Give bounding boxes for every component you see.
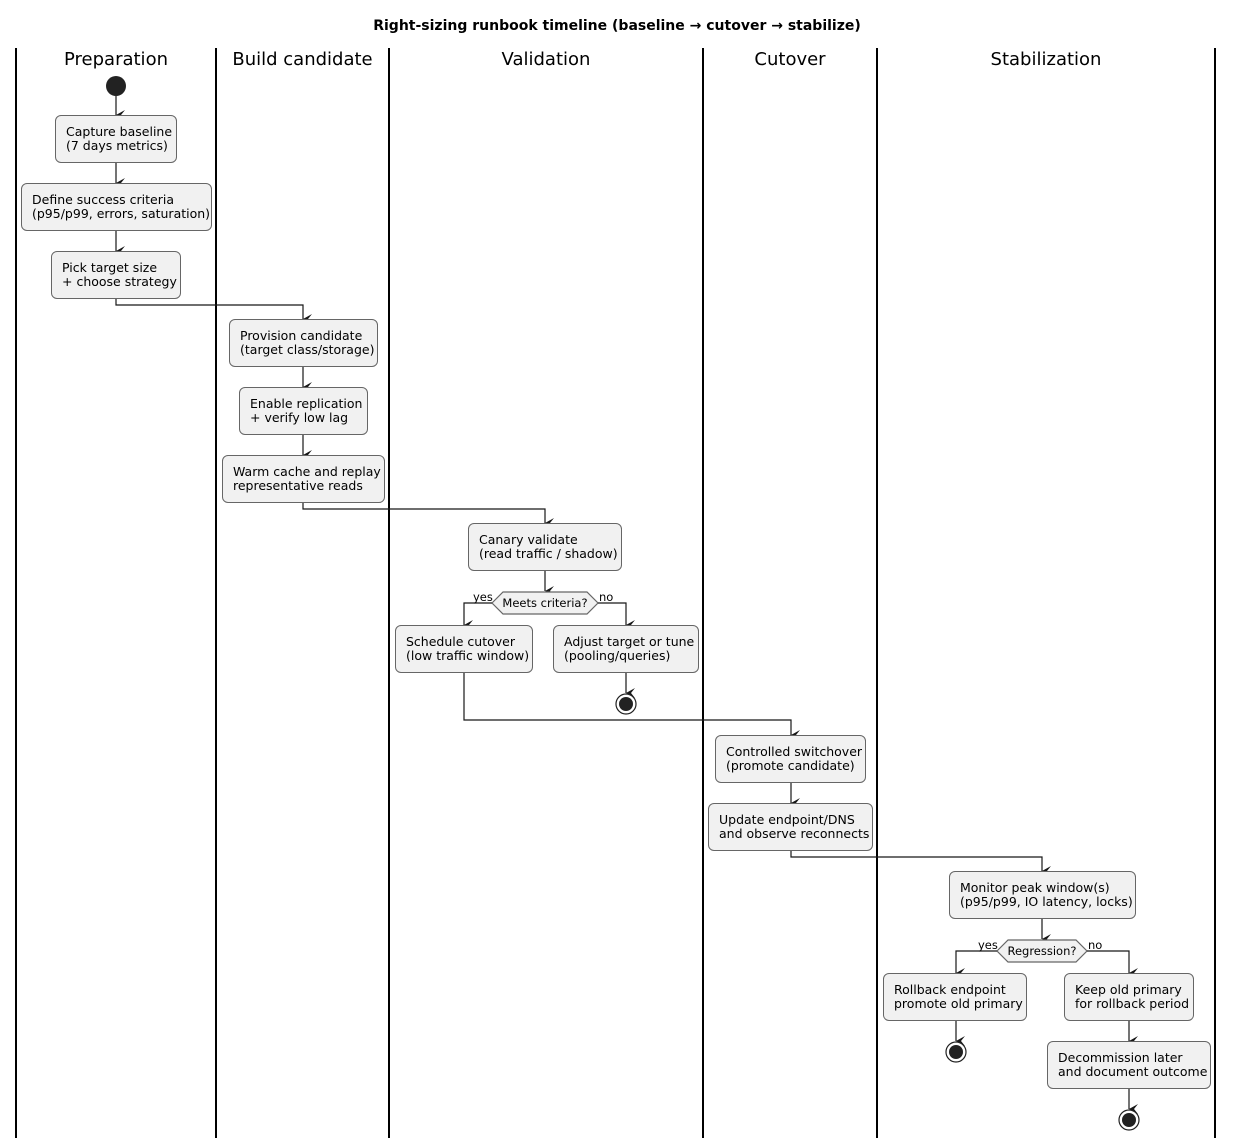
node-provision-candidate: Provision candidate (target class/storag…	[229, 319, 378, 367]
node-define-criteria: Define success criteria (p95/p99, errors…	[21, 183, 212, 231]
lane-title-preparation: Preparation	[64, 49, 168, 70]
node-enable-replication: Enable replication + verify low lag	[239, 387, 368, 435]
lane-title-validation: Validation	[501, 49, 591, 70]
start-node-icon	[106, 76, 126, 96]
decision-regression: Regression?	[1007, 944, 1077, 958]
node-update-endpoint: Update endpoint/DNS and observe reconnec…	[708, 803, 873, 851]
decision-meets-criteria: Meets criteria?	[502, 596, 588, 610]
node-keep-old-primary: Keep old primary for rollback period	[1064, 973, 1194, 1021]
branch-yes-label: yes	[978, 938, 998, 952]
branch-no-label: no	[599, 590, 614, 604]
lane-divider	[1214, 48, 1216, 1138]
lane-title-cutover: Cutover	[754, 49, 826, 70]
lane-divider	[876, 48, 878, 1138]
node-canary-validate: Canary validate (read traffic / shadow)	[468, 523, 622, 571]
node-decommission: Decommission later and document outcome	[1047, 1041, 1211, 1089]
node-controlled-switchover: Controlled switchover (promote candidate…	[715, 735, 866, 783]
lane-divider	[215, 48, 217, 1138]
lane-divider	[388, 48, 390, 1138]
node-adjust-target: Adjust target or tune (pooling/queries)	[553, 625, 699, 673]
lane-divider	[702, 48, 704, 1138]
node-pick-target: Pick target size + choose strategy	[51, 251, 181, 299]
lane-divider	[15, 48, 17, 1138]
diagram-title: Right-sizing runbook timeline (baseline …	[373, 18, 861, 34]
node-monitor-peak: Monitor peak window(s) (p95/p99, IO late…	[949, 871, 1136, 919]
node-schedule-cutover: Schedule cutover (low traffic window)	[395, 625, 533, 673]
node-capture-baseline: Capture baseline (7 days metrics)	[55, 115, 177, 163]
lane-title-build-candidate: Build candidate	[232, 49, 373, 70]
node-warm-cache: Warm cache and replay representative rea…	[222, 455, 385, 503]
node-rollback: Rollback endpoint promote old primary	[883, 973, 1027, 1021]
lane-title-stabilization: Stabilization	[990, 49, 1102, 70]
branch-no-label: no	[1088, 938, 1103, 952]
branch-yes-label: yes	[473, 590, 493, 604]
